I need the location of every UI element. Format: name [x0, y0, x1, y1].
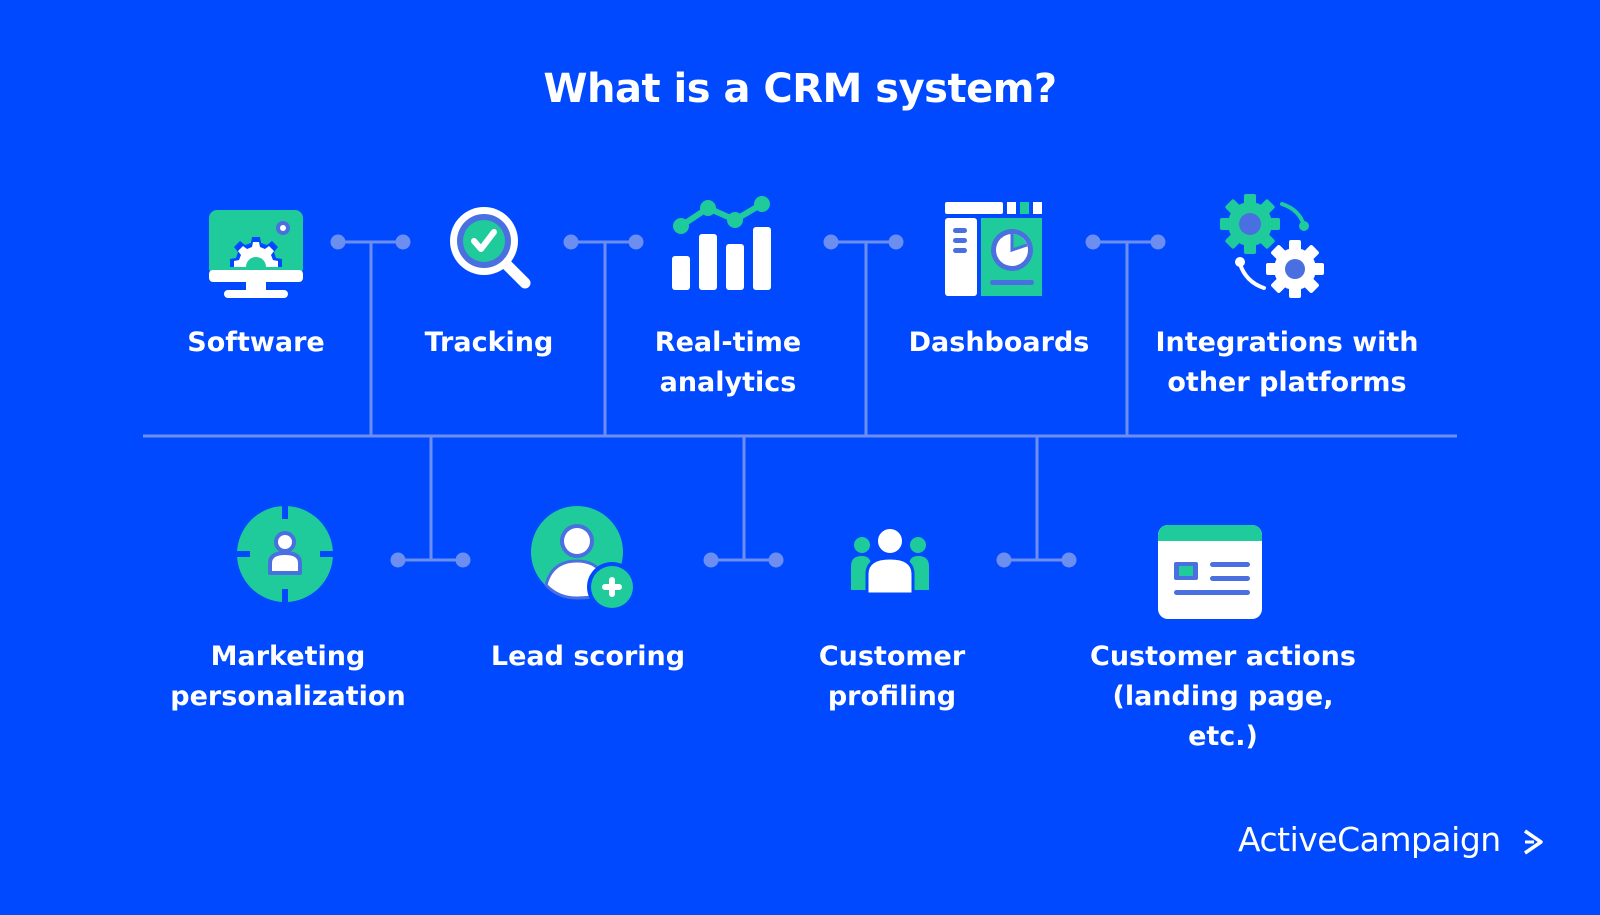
bottom-connector-1 [390, 436, 471, 568]
bottom-connector-2 [703, 436, 784, 568]
top-connector-1 [330, 234, 411, 436]
bottom-connector-3 [996, 436, 1077, 568]
landing-page-icon [1158, 525, 1262, 619]
label-customer-profiling: Customer profiling [818, 641, 966, 712]
dashboard-pie-icon [945, 202, 1042, 296]
user-group-icon [851, 528, 929, 596]
target-user-icon [236, 505, 334, 603]
brand-logo-text: ActiveCampaign [1238, 820, 1501, 859]
user-add-icon [531, 506, 637, 612]
label-customer-actions: Customer actions (landing page, etc.) [1090, 641, 1356, 752]
label-integrations: Integrations with other platforms [1155, 327, 1419, 398]
bar-chart-trend-icon [672, 196, 771, 290]
label-lead-scoring: Lead scoring [490, 641, 686, 672]
label-marketing-personalization: Marketing personalization [170, 641, 406, 712]
label-tracking: Tracking [424, 327, 554, 358]
top-connector-2 [563, 234, 644, 436]
magnifier-check-icon [450, 207, 531, 289]
top-connector-3 [823, 234, 904, 436]
page-title: What is a CRM system? [543, 66, 1057, 112]
chevron-right-icon [1524, 829, 1543, 855]
label-software: Software [187, 327, 325, 358]
gears-sync-icon [1220, 194, 1324, 298]
monitor-gear-icon [209, 210, 303, 298]
label-dashboards: Dashboards [908, 327, 1090, 358]
top-connector-4 [1085, 234, 1166, 436]
label-real-time-analytics: Real-time analytics [654, 327, 802, 398]
